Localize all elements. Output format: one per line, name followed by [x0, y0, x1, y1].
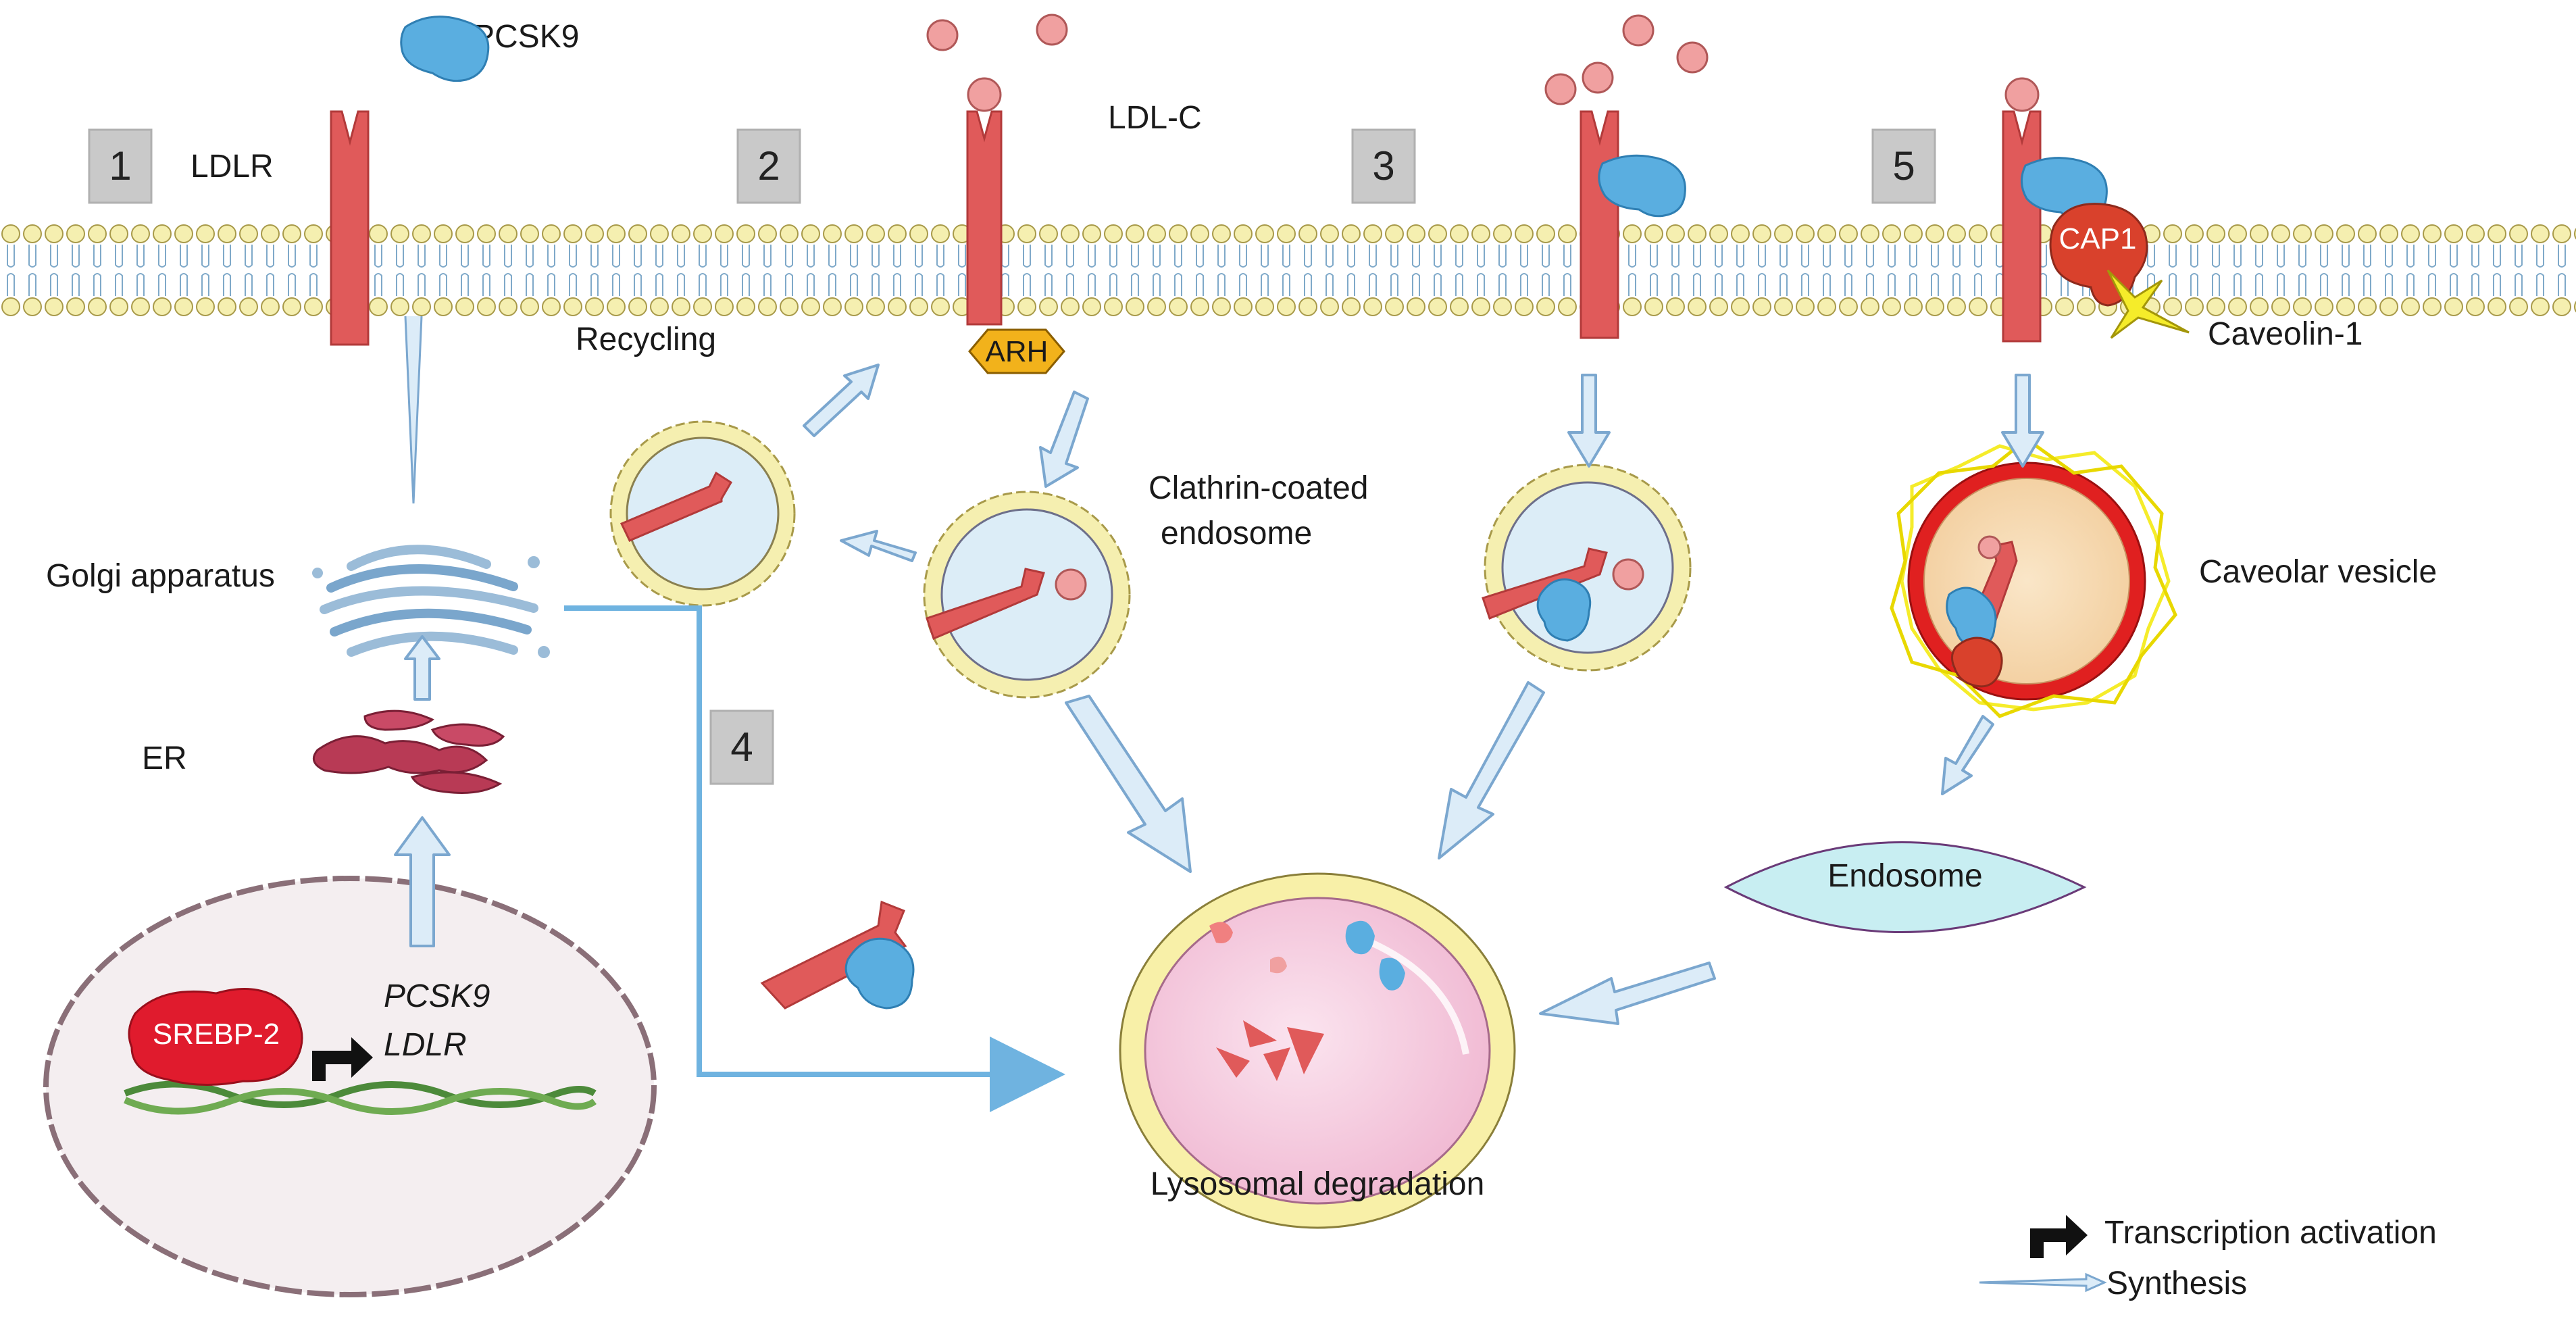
lysosomal-degradation-label: Lysosomal degradation	[1151, 1166, 1485, 1202]
step-number: 4	[730, 724, 753, 770]
step-number: 3	[1372, 143, 1394, 189]
endosome-ldlr	[1482, 547, 1608, 620]
endosome-lens: Endosome	[1723, 841, 2087, 933]
arrow-endosome-lens-to-lysosome	[1539, 962, 1716, 1025]
arrow-recycling-to-membrane	[803, 364, 880, 437]
pcsk9-ldlr-endosome	[1482, 464, 1692, 672]
ldlr-receptor-1	[330, 110, 370, 346]
endoplasmic-reticulum	[312, 709, 505, 794]
ldlr-fragment	[1287, 1027, 1324, 1074]
ldlc-label: LDL-C	[1108, 100, 1202, 136]
clathrin-label-line1: Clathrin-coated	[1148, 470, 1369, 506]
arrow-membrane-to-clathrin	[1039, 391, 1089, 488]
recycling-ldlr	[620, 471, 733, 542]
gene-pcsk9-label: PCSK9	[384, 978, 490, 1014]
pcsk9-protein	[400, 16, 490, 82]
legend-synthesis-icon	[1979, 1272, 2107, 1293]
step-number: 5	[1892, 143, 1915, 189]
ldl-particle	[1036, 14, 1068, 46]
ldlr-receptor-5	[2002, 77, 2108, 343]
ldlr-receptor-2	[966, 77, 1003, 326]
step-box-2: 2	[736, 128, 801, 204]
cap1-label: CAP1	[2059, 222, 2137, 255]
arrow-endosome-to-lysosome	[1438, 681, 1545, 859]
ldl-particle	[2004, 77, 2040, 112]
golgi-label: Golgi apparatus	[46, 558, 275, 594]
legend-transcription-icon	[2030, 1215, 2088, 1258]
step-number: 2	[757, 143, 780, 189]
synthesis-line	[404, 316, 423, 504]
endosome-label: Endosome	[1827, 858, 1982, 894]
step-box-5: 5	[1871, 128, 1936, 204]
caveolin-1-label: Caveolin-1	[2208, 316, 2363, 352]
ldlr-fragment	[1263, 1047, 1290, 1081]
step-box-3: 3	[1351, 128, 1416, 204]
endosome-ldlr	[926, 568, 1045, 641]
legend: Transcription activation Synthesis	[1979, 1215, 2437, 1301]
ldl-particle	[967, 77, 1002, 112]
caveolar-vesicle-label: Caveolar vesicle	[2199, 554, 2437, 590]
ldl-particle	[1977, 535, 2002, 559]
arrow-nucleus-to-er	[394, 816, 451, 947]
ldlr-label: LDLR	[191, 149, 274, 184]
lysosome	[1119, 872, 1516, 1229]
recycling-label: Recycling	[576, 322, 716, 357]
arrow-membrane-to-endosome-3	[1567, 374, 1611, 468]
legend-transcription-label: Transcription activation	[2104, 1215, 2437, 1251]
ldlr-pcsk9-complex	[760, 900, 915, 1010]
recycling-vesicle	[609, 420, 796, 607]
cap1-protein	[1951, 637, 2003, 688]
gene-ldlr-label: LDLR	[384, 1027, 467, 1063]
step-box-4: 4	[709, 709, 774, 785]
ldl-particle	[1612, 558, 1644, 591]
ldl-particle	[926, 19, 959, 51]
arrow-caveolar-to-endosome	[1941, 715, 1994, 795]
er-label: ER	[142, 741, 187, 776]
plasma-membrane	[0, 224, 2576, 318]
transcription-arrow-icon	[312, 1037, 373, 1081]
pcsk9-label: PCSK9	[473, 19, 579, 55]
srebp2-protein: SREBP-2	[128, 988, 303, 1087]
caveolin-1-protein	[2106, 269, 2190, 339]
clathrin-label-line2: endosome	[1161, 516, 1312, 551]
ldl-fragment	[1209, 922, 1233, 943]
ldlr-fragment	[1216, 1047, 1250, 1078]
ldl-particle	[1582, 61, 1614, 94]
step-number: 1	[109, 143, 131, 189]
ldlr-fragment	[1243, 1020, 1277, 1047]
pcsk9-degradation-path	[564, 605, 1065, 1112]
pcsk9-fragment	[1345, 920, 1375, 955]
arrow-er-to-golgi	[404, 635, 440, 701]
clathrin-coated-endosome	[923, 491, 1131, 699]
arh-adaptor: ARH	[968, 328, 1065, 374]
arrow-clathrin-to-recycling	[840, 530, 917, 562]
step-box-1: 1	[88, 128, 153, 204]
cap1-protein: CAP1	[2049, 203, 2148, 307]
pcsk9-fragment	[1379, 957, 1405, 991]
golgi-apparatus	[312, 545, 550, 658]
ldlr-receptor-3	[1580, 110, 1686, 339]
nucleus: SREBP-2 PCSK9 LDLR	[43, 876, 657, 1297]
srebp2-label: SREBP-2	[153, 1018, 280, 1051]
arh-label: ARH	[986, 335, 1049, 368]
ldl-particle	[1676, 41, 1709, 74]
pcsk9-bound	[1536, 578, 1592, 642]
arrow-clathrin-to-lysosome	[1065, 695, 1192, 873]
ldl-particle	[1055, 568, 1087, 601]
legend-synthesis-label: Synthesis	[2106, 1266, 2247, 1301]
pcsk9-bound	[1598, 154, 1686, 218]
caveolar-vesicle	[1890, 437, 2177, 718]
ldl-fragment	[1270, 956, 1287, 974]
arrow-membrane-to-caveolar	[2001, 374, 2044, 468]
ldl-particle	[1544, 73, 1577, 105]
ldl-particle	[1622, 14, 1655, 47]
